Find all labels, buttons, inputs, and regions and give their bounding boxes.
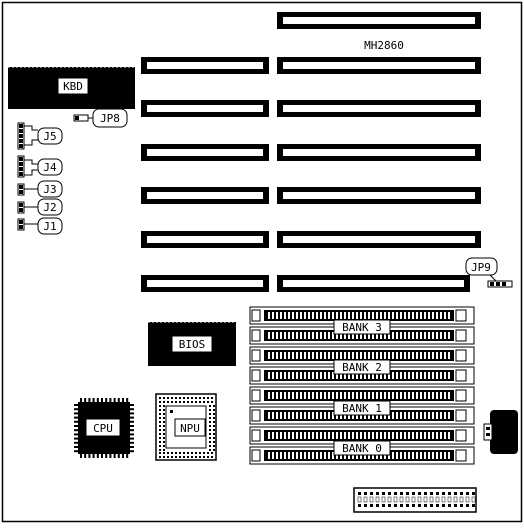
bios-label: BIOS xyxy=(179,338,206,351)
bank-labels: BANK 3 BANK 2 BANK 1 BANK 0 xyxy=(333,319,391,456)
j3-jumper: J3 xyxy=(37,180,63,198)
simm-socket xyxy=(249,426,475,445)
kbd-connector: KBD xyxy=(8,66,135,109)
simm-socket xyxy=(249,386,475,405)
bank2-label: BANK 2 xyxy=(342,361,382,374)
power-connector xyxy=(483,410,518,454)
expansion-slot xyxy=(277,12,481,29)
npu-label: NPU xyxy=(180,422,200,435)
expansion-slot xyxy=(277,57,481,74)
expansion-slot xyxy=(277,231,481,248)
jumper-pins xyxy=(17,183,25,196)
bottom-header xyxy=(353,487,477,513)
simm-socket xyxy=(249,366,475,385)
jp8-jumper: JP8 xyxy=(73,108,128,128)
jumper-pins xyxy=(17,155,25,178)
jp9-label: JP9 xyxy=(471,261,491,274)
j4-jumper-label: J4 xyxy=(43,161,57,174)
expansion-slot xyxy=(277,275,470,292)
expansion-slots-right xyxy=(277,12,481,292)
jumper-pins xyxy=(17,218,25,231)
j2-jumper-label: J2 xyxy=(43,201,56,214)
expansion-slot xyxy=(141,187,269,204)
expansion-slot xyxy=(141,57,269,74)
bank3-label: BANK 3 xyxy=(342,321,382,334)
expansion-slot xyxy=(141,231,269,248)
j5-jumper: J5 xyxy=(37,127,63,145)
jumper-pins xyxy=(17,122,25,150)
bank1-label: BANK 1 xyxy=(342,402,382,415)
expansion-slot xyxy=(141,144,269,161)
expansion-slot xyxy=(277,144,481,161)
jp9-jumper: JP9 xyxy=(465,257,513,288)
bank0-label: BANK 0 xyxy=(342,442,382,455)
kbd-label: KBD xyxy=(63,80,83,93)
expansion-slot xyxy=(277,187,481,204)
jumper-pins xyxy=(17,201,25,214)
simm-socket xyxy=(249,346,475,365)
model-label: MH2860 xyxy=(364,39,404,52)
simm-socket xyxy=(249,306,475,325)
cpu-label: CPU xyxy=(93,422,113,435)
expansion-slot xyxy=(141,275,269,292)
cpu-chip: CPU xyxy=(74,398,134,458)
simm-socket xyxy=(249,326,475,345)
bios-chip: BIOS xyxy=(148,321,236,366)
j2-jumper: J2 xyxy=(37,198,63,216)
expansion-slot xyxy=(277,100,481,117)
j4-jumper: J4 xyxy=(37,158,63,176)
j1-jumper: J1 xyxy=(37,217,63,235)
expansion-slots-left xyxy=(141,57,269,292)
j3-jumper-label: J3 xyxy=(43,183,56,196)
j1-jumper-label: J1 xyxy=(43,220,56,233)
npu-socket: NPU xyxy=(155,393,217,461)
expansion-slot xyxy=(141,100,269,117)
j5-jumper-label: J5 xyxy=(43,130,56,143)
jp8-label: JP8 xyxy=(100,112,120,125)
